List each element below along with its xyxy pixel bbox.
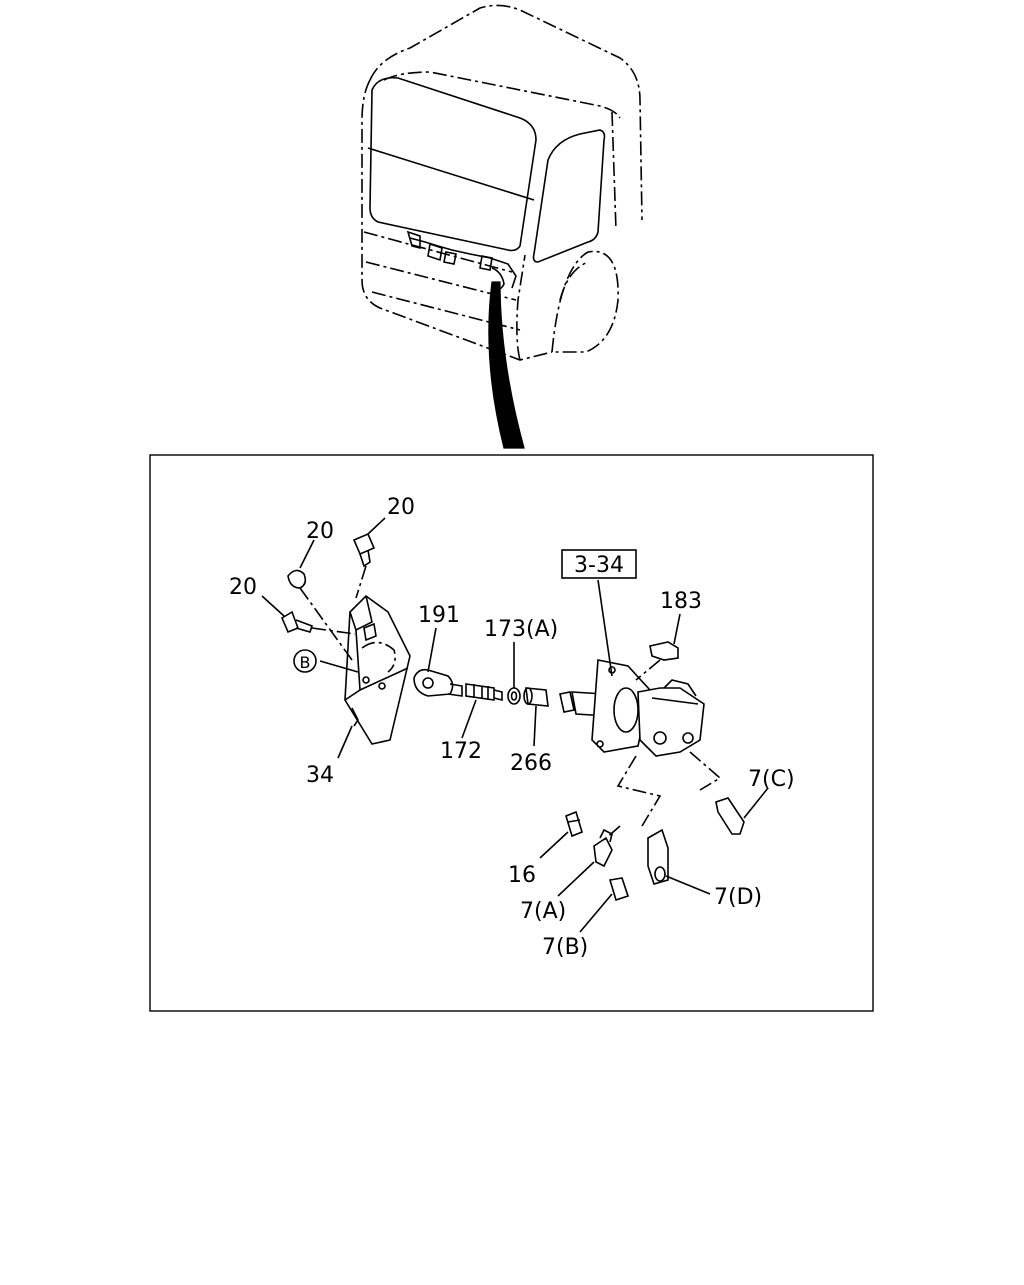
bolt-183 [635,641,679,681]
label-172: 172 [440,739,482,764]
label-7b: 7(B) [542,935,588,960]
callout-3-34-box [561,549,637,579]
label-20-left: 20 [229,575,257,600]
label-20-top: 20 [387,495,415,520]
label-173a: 173(A) [484,617,558,642]
bolt-20-left [280,610,356,635]
label-7a: 7(A) [520,899,566,924]
callout-b-circle [293,649,317,673]
bracket-34 [344,594,411,745]
fitting-7a [593,828,613,868]
label-b: B [300,653,311,672]
detail-frame [149,454,874,1012]
label-191: 191 [418,603,460,628]
part-16 [565,810,583,838]
label-7d: 7(D) [714,885,762,910]
label-20-middle: 20 [306,519,334,544]
bolt-20-top [352,532,376,568]
leader-lines [261,517,769,933]
part-191 [413,668,463,697]
truck-cab-illustration [361,4,643,449]
assembly-3-34 [559,659,705,757]
part-172 [465,683,503,702]
label-7c: 7(C) [748,767,795,792]
fitting-7c [689,751,745,835]
part-266 [523,687,549,707]
label-3-34: 3-34 [574,553,624,578]
label-34: 34 [306,763,334,788]
bolt-20-middle [287,569,353,661]
label-183: 183 [660,589,702,614]
washer-173a [507,687,521,705]
label-266: 266 [510,751,552,776]
fitting-7b [608,877,630,902]
fitting-7d [647,828,669,885]
label-16: 16 [508,863,536,888]
callout-labels: 20 20 20 B 34 191 172 173(A) 266 3-34 18… [229,495,795,960]
